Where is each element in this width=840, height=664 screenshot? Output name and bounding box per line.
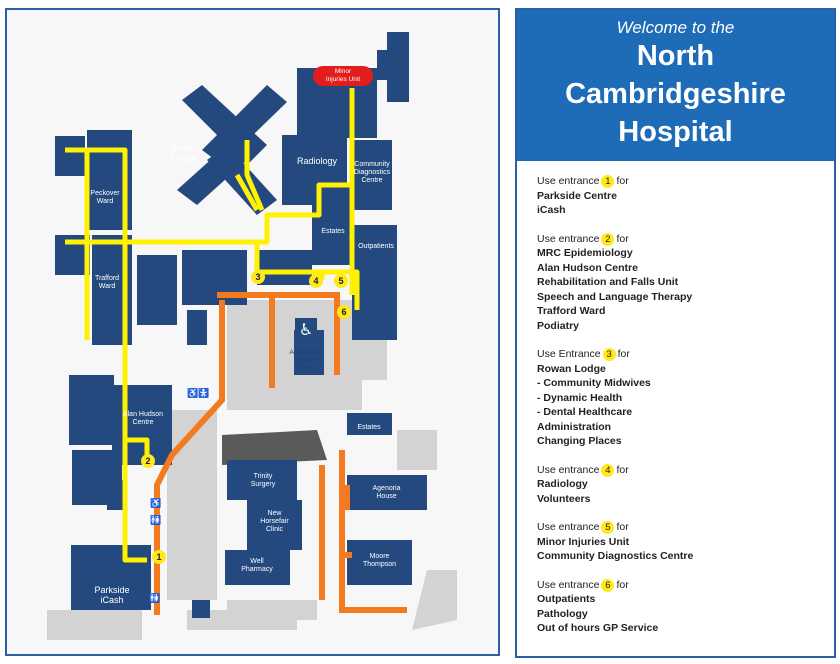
accessible-parking-label: Accessible Parking Only (289, 349, 321, 371)
entrance-5-marker: 5 (334, 274, 348, 288)
entrance-number-badge: 6 (601, 578, 615, 592)
welcome-text: Welcome to the (616, 18, 735, 37)
entrance-1-marker: 1 (152, 550, 166, 564)
heading-prefix: Use Entrance (537, 348, 601, 360)
destination-item: Volunteers (537, 492, 591, 505)
destination-item: Minor Injuries Unit (537, 535, 630, 548)
destination-item: Alan Hudson Centre (537, 261, 638, 274)
trafford-ward-label: Trafford Ward (94, 275, 120, 291)
walking-routes (65, 88, 360, 563)
community-diagnostics-label: Community Diagnostics Centre (353, 161, 391, 185)
destination-item: Radiology (537, 478, 588, 490)
heading-suffix: for (616, 521, 629, 533)
wheelchair-icon (295, 318, 317, 340)
entrance-4-marker: 4 (309, 274, 323, 288)
heading-prefix: Use entrance (537, 232, 600, 245)
agenoria-house-label: Agenoria House (372, 485, 401, 501)
heading-prefix: Use entrance (537, 463, 600, 476)
heading-suffix: for (617, 348, 630, 360)
peckover-ward-label: Peckover Ward (90, 190, 120, 206)
heading-prefix: Use entrance (537, 175, 600, 187)
destination-item: Speech and Language Therapy (537, 290, 693, 303)
destination-item: MRC Epidemiology (537, 247, 633, 259)
destination-item: Podiatry (537, 319, 580, 332)
outpatients-label: Outpatients (358, 243, 394, 250)
dark-roof (222, 430, 327, 465)
heading-suffix: for (616, 232, 629, 245)
heading-prefix: Use entrance (537, 578, 600, 591)
baby-change-icon: ♿🚼 (187, 388, 210, 398)
alan-hudson-label: Alan Hudson Centre (122, 411, 164, 427)
destination-item: Out of hours GP Service (537, 622, 659, 634)
heading-suffix: for (616, 175, 629, 187)
parkside-label: Parkside iCash (94, 585, 130, 606)
radiology-label: Radiology (296, 156, 338, 166)
toilet-icon: 🚻 (149, 593, 161, 603)
info-panel: Welcome to the North Cambridgeshire Hosp… (515, 8, 836, 658)
site-map: ♿ Minor Injuries Unit Rowan Lodge Radiol… (5, 8, 500, 656)
wheelchair-symbol: ♿ (299, 320, 313, 339)
trinity-surgery-label: Trinity Surgery (250, 473, 276, 489)
destination-item: - Dynamic Health (537, 391, 623, 404)
title-line-3: Hospital (618, 116, 733, 148)
destination-item: Administration (537, 420, 612, 433)
estates-label-top: Estates (321, 228, 345, 235)
destination-item: iCash (537, 204, 566, 216)
destination-item: Outpatients (537, 593, 596, 605)
destination-item: Pathology (537, 607, 588, 620)
estates-label-bottom: Estates (357, 424, 381, 431)
entrance-6-marker: 6 (337, 305, 351, 319)
minor-injuries-unit-label: Minor Injuries Unit (313, 66, 373, 86)
moore-thompson-label: Moore Thompson (362, 553, 397, 569)
title-line-1: North (636, 40, 715, 72)
title-block: Welcome to the North Cambridgeshire Hosp… (517, 10, 834, 161)
heading-suffix: for (616, 578, 629, 591)
entrance-number-badge: 4 (601, 463, 615, 477)
entrance-3-marker: 3 (251, 270, 265, 284)
destination-item: Community Diagnostics Centre (537, 550, 694, 562)
entrance-number-badge: 2 (601, 232, 615, 246)
title-line-2: Cambridgeshire (565, 78, 786, 110)
entrance-number-badge: 5 (601, 521, 615, 534)
destination-item: Changing Places (537, 435, 622, 447)
entrance-2-marker: 2 (141, 454, 155, 468)
rowan-lodge-label: Rowan Lodge (169, 143, 198, 164)
entrance-number-badge: 1 (601, 175, 615, 188)
new-horsefair-label: New Horsefair Clinic (260, 510, 289, 534)
destination-item: Rowan Lodge (537, 362, 606, 375)
destination-item: - Dental Healthcare (537, 406, 633, 418)
destination-item: Rehabilitation and Falls Unit (537, 276, 679, 288)
destination-item: - Community Midwives (537, 377, 651, 389)
destination-item: Trafford Ward (537, 305, 606, 317)
wheelchair-icon: ♿ (150, 498, 162, 508)
heading-suffix: for (616, 463, 629, 476)
heading-prefix: Use entrance (537, 521, 600, 533)
toilet-icon: 🚻 (150, 515, 162, 525)
destination-item: Parkside Centre (537, 189, 617, 202)
pedestrian-paths (154, 292, 407, 615)
entrance-number-badge: 3 (602, 348, 616, 361)
well-pharmacy-label: Well Pharmacy (241, 558, 273, 574)
